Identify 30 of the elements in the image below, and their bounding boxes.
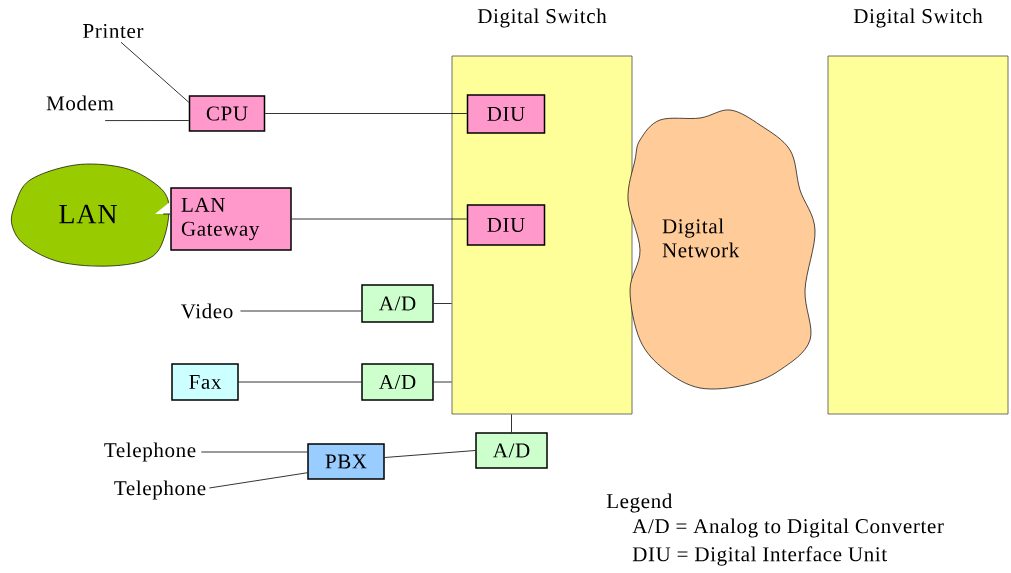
legend-entry: DIU = Digital Interface Unit bbox=[632, 546, 887, 566]
legend-entry: A/D = Analog to Digital Converter bbox=[632, 518, 944, 538]
switch-heading: Digital Switch bbox=[853, 8, 983, 28]
connector-line bbox=[511, 414, 512, 433]
interface-box: DIU bbox=[466, 204, 546, 246]
interface-box: DIU bbox=[466, 94, 546, 134]
gateway-box: LAN Gateway bbox=[170, 187, 292, 251]
connector-line bbox=[238, 381, 362, 383]
device-label: Modem bbox=[46, 95, 114, 111]
converter-box: A/D bbox=[361, 284, 434, 323]
cpu-box: CPU bbox=[188, 95, 266, 132]
device-label: Video bbox=[180, 303, 233, 319]
connector-line bbox=[433, 303, 452, 304]
connector-line bbox=[291, 218, 468, 220]
legend-heading: Legend bbox=[606, 493, 673, 513]
network-cloud: Digital Network bbox=[627, 109, 816, 390]
pbx-box: PBX bbox=[307, 443, 385, 480]
device-label: Telephone bbox=[114, 480, 206, 500]
connector-line bbox=[120, 41, 190, 103]
device-label: Telephone bbox=[104, 442, 196, 462]
device-label: Printer bbox=[83, 23, 144, 39]
converter-box: A/D bbox=[475, 432, 548, 469]
connector-line bbox=[162, 213, 171, 215]
connector-line bbox=[433, 381, 452, 383]
lan-cloud: LAN bbox=[11, 163, 171, 267]
fax-box: Fax bbox=[171, 363, 239, 401]
converter-box: A/D bbox=[361, 363, 434, 401]
connector-line bbox=[264, 113, 468, 114]
connector-line bbox=[384, 450, 476, 458]
switch-heading: Digital Switch bbox=[477, 8, 607, 28]
